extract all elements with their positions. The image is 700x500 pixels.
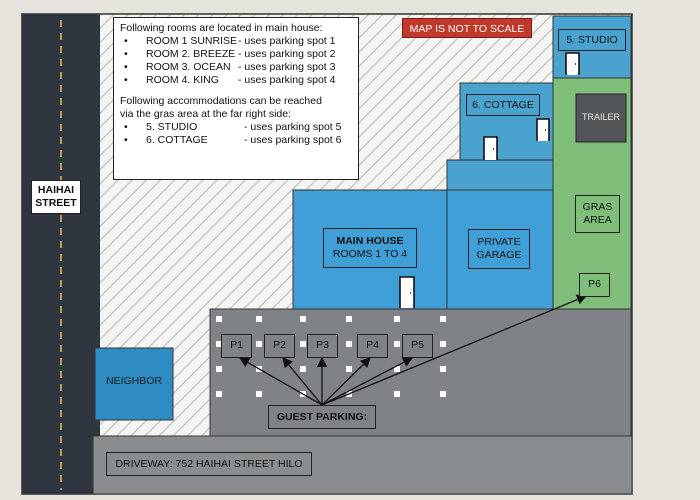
accommodation-name: 5. STUDIO — [146, 121, 198, 133]
room-name: ROOM 1 SUNRISE — [146, 35, 238, 47]
bay-marker — [256, 391, 262, 397]
accommodation-item: 5. STUDIO - uses parking spot 5 — [120, 121, 352, 134]
street-label-line2: STREET — [35, 197, 77, 209]
door-icons — [399, 52, 580, 308]
bay-marker — [216, 316, 222, 322]
main-house-label: MAIN HOUSE ROOMS 1 TO 4 — [323, 228, 417, 268]
bay-marker — [394, 341, 400, 347]
cottage-label: 6. COTTAGE — [466, 94, 540, 116]
annex-door-icon — [483, 136, 498, 160]
parking-spot-p3: P3 — [307, 334, 338, 358]
bay-marker — [300, 341, 306, 347]
driveway-label: DRIVEWAY: 752 HAIHAI STREET HILO — [106, 452, 312, 476]
studio-label: 5. STUDIO — [558, 29, 626, 51]
room-item: ROOM 3. OCEAN - uses parking spot 3 — [120, 61, 352, 74]
bay-marker — [440, 316, 446, 322]
guest-parking-label: GUEST PARKING: — [268, 405, 376, 429]
room-item: ROOM 4. KING - uses parking spot 4 — [120, 74, 352, 87]
bay-marker — [440, 366, 446, 372]
room-parking: - uses parking spot 1 — [238, 35, 336, 47]
accommodation-name: 6. COTTAGE — [146, 134, 208, 146]
cottage-door-icon — [536, 118, 550, 141]
accommodation-parking: - uses parking spot 6 — [244, 134, 342, 146]
cottage-annex — [446, 159, 554, 191]
arrow-to-p4 — [321, 357, 371, 406]
bay-marker — [346, 316, 352, 322]
bay-marker — [394, 391, 400, 397]
parking-spot-p2: P2 — [264, 334, 295, 358]
bay-marker — [256, 316, 262, 322]
parking-spot-p6: P6 — [579, 273, 610, 297]
legend-intro-2b: via the gras area at the far right side: — [120, 108, 292, 120]
room-item: ROOM 2. BREEZE- uses parking spot 2 — [120, 48, 352, 61]
parking-spot-p1: P1 — [221, 334, 252, 358]
room-name: ROOM 3. OCEAN — [146, 61, 231, 73]
garage-line2: GARAGE — [476, 249, 522, 261]
main-house-subtitle: ROOMS 1 TO 4 — [332, 248, 408, 260]
garage-line1: PRIVATE — [477, 236, 521, 248]
parking-spot-p5: P5 — [402, 334, 433, 358]
main-house-door-icon — [399, 276, 415, 308]
legend-box: Following rooms are located in main hous… — [113, 17, 359, 180]
street-label-line1: HAIHAI — [37, 184, 75, 196]
arrow-to-p1 — [238, 357, 323, 406]
gras-area-line2: AREA — [583, 214, 612, 226]
bay-marker — [440, 341, 446, 347]
trailer-shape — [575, 93, 627, 143]
room-parking: - uses parking spot 3 — [238, 61, 336, 73]
bay-marker — [346, 341, 352, 347]
gras-area-label: GRAS AREA — [575, 195, 620, 233]
arrow-to-p2 — [282, 356, 323, 406]
gras-area-line1: GRAS — [582, 201, 613, 213]
bay-marker — [394, 316, 400, 322]
bay-marker — [256, 341, 262, 347]
arrow-to-p5 — [321, 357, 414, 406]
legend-intro-2a: Following accommodations can be reached — [120, 95, 322, 107]
accommodation-list: 5. STUDIO - uses parking spot 5 6. COTTAG… — [120, 121, 352, 147]
bay-marker — [346, 366, 352, 372]
bay-marker — [216, 341, 222, 347]
neighbor-label: NEIGHBOR — [105, 375, 162, 387]
accommodation-parking: - uses parking spot 5 — [244, 121, 342, 133]
bay-marker — [440, 391, 446, 397]
bay-marker — [216, 366, 222, 372]
parking-spot-p4: P4 — [357, 334, 388, 358]
room-name: ROOM 4. KING — [146, 74, 219, 86]
accommodation-item: 6. COTTAGE - uses parking spot 6 — [120, 134, 352, 147]
bay-marker — [394, 366, 400, 372]
room-parking: - uses parking spot 4 — [238, 74, 336, 86]
trailer-label: TRAILER — [581, 112, 620, 122]
street-label: HAIHAI STREET — [31, 180, 81, 214]
legend-intro: Following rooms are located in main hous… — [120, 22, 323, 34]
room-item: ROOM 1 SUNRISE- uses parking spot 1 — [120, 35, 352, 48]
parking-lot — [209, 308, 632, 439]
room-list: ROOM 1 SUNRISE- uses parking spot 1 ROOM… — [120, 35, 352, 87]
arrow-to-p6 — [321, 294, 588, 406]
bay-marker — [300, 316, 306, 322]
bay-marker — [300, 366, 306, 372]
bay-marker — [216, 391, 222, 397]
main-house-title: MAIN HOUSE — [336, 235, 404, 247]
garage-label: PRIVATE GARAGE — [468, 229, 530, 269]
not-to-scale-badge: MAP IS NOT TO SCALE — [402, 18, 532, 38]
neighbor-building — [94, 347, 174, 421]
studio-door-icon — [565, 52, 580, 75]
room-parking: - uses parking spot 2 — [238, 48, 336, 60]
room-name: ROOM 2. BREEZE — [146, 48, 236, 60]
parking-arrows — [238, 294, 588, 406]
